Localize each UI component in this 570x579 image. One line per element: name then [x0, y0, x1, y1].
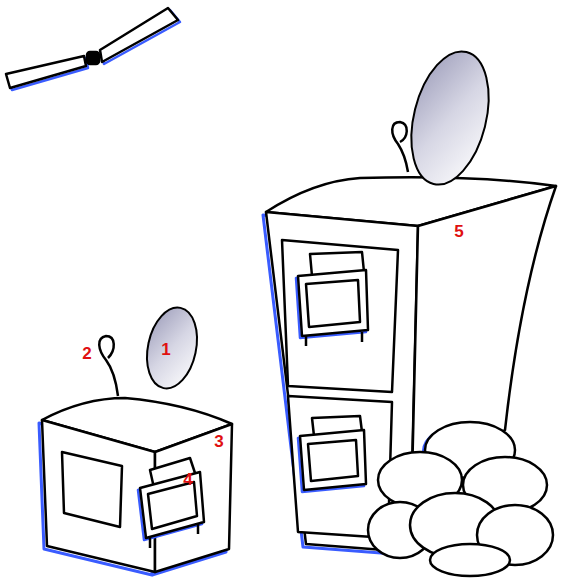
television	[138, 458, 204, 548]
callout-number: 5	[454, 223, 463, 240]
callout-number: 1	[161, 341, 170, 358]
television	[298, 416, 366, 492]
bushes	[368, 422, 553, 576]
small-building	[39, 303, 232, 575]
television	[296, 252, 368, 346]
satellite-dish	[399, 43, 502, 192]
callout-number: 2	[82, 345, 91, 362]
callout-number: 3	[214, 433, 223, 450]
satellite-dish	[140, 303, 204, 393]
callout-number: 4	[183, 471, 192, 488]
tall-building	[263, 43, 556, 555]
satellite	[6, 8, 180, 90]
